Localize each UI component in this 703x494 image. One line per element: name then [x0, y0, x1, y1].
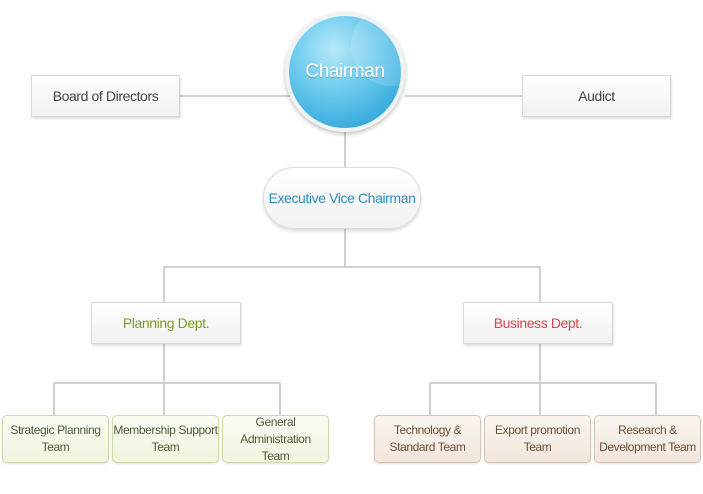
planning-dept-label: Planning Dept. [122, 315, 210, 331]
evc-label: Executive Vice Chairman [268, 190, 416, 206]
executive-vice-chairman-node: Executive Vice Chairman [263, 167, 421, 229]
team-label: Research & Development Team [599, 423, 696, 454]
team-label: General Administration Team [240, 414, 311, 463]
chairman-node: Chairman [285, 12, 405, 132]
membership-support-team-box: Membership Support Team [112, 415, 219, 463]
general-administration-team-box: General Administration Team [222, 415, 329, 463]
export-promotion-team-box: Export promotion Team [484, 415, 591, 463]
team-label: Membership Support Team [113, 423, 218, 454]
board-label: Board of Directors [52, 88, 159, 104]
business-dept-label: Business Dept. [493, 315, 583, 331]
team-label: Strategic Planning Team [10, 423, 101, 454]
audit-box: Audict [522, 75, 671, 117]
strategic-planning-team-box: Strategic Planning Team [2, 415, 109, 463]
planning-dept-box: Planning Dept. [91, 302, 241, 344]
research-development-team-box: Research & Development Team [594, 415, 701, 463]
team-label: Export promotion Team [495, 423, 580, 454]
technology-standard-team-box: Technology & Standard Team [374, 415, 481, 463]
board-of-directors-box: Board of Directors [31, 75, 180, 117]
audit-label: Audict [578, 88, 615, 104]
team-label: Technology & Standard Team [389, 423, 466, 454]
business-dept-box: Business Dept. [463, 302, 613, 344]
chairman-label: Chairman [305, 61, 385, 82]
